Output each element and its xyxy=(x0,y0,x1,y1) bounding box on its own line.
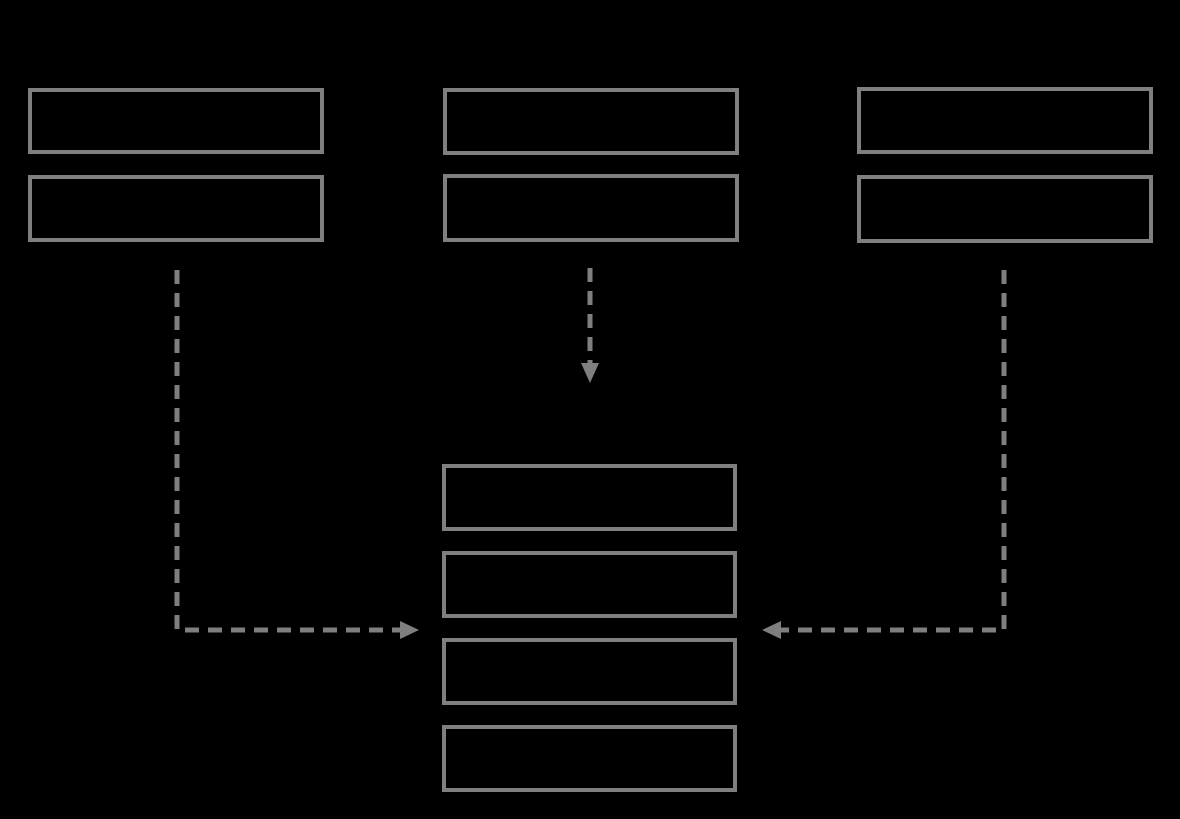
top-right-group-box-2 xyxy=(857,175,1153,243)
dashed-arrow-left-elbow xyxy=(174,270,400,633)
top-center-group-box-1 xyxy=(443,88,739,155)
top-left-group-box-1 xyxy=(28,88,324,154)
top-center-group-box-2 xyxy=(443,174,739,242)
arrowhead-right-elbow-icon xyxy=(762,621,781,639)
arrowhead-center-down-icon xyxy=(581,363,599,383)
bottom-center-group-box-2 xyxy=(442,551,737,618)
bottom-center-group-box-3 xyxy=(442,638,737,705)
top-left-group-box-2 xyxy=(28,175,324,242)
top-right-group-box-1 xyxy=(857,87,1153,154)
bottom-center-group-box-1 xyxy=(442,464,737,531)
arrowhead-left-elbow-icon xyxy=(400,621,419,639)
dashed-arrow-right-elbow xyxy=(781,270,1007,633)
bottom-center-group-box-4 xyxy=(442,725,737,792)
